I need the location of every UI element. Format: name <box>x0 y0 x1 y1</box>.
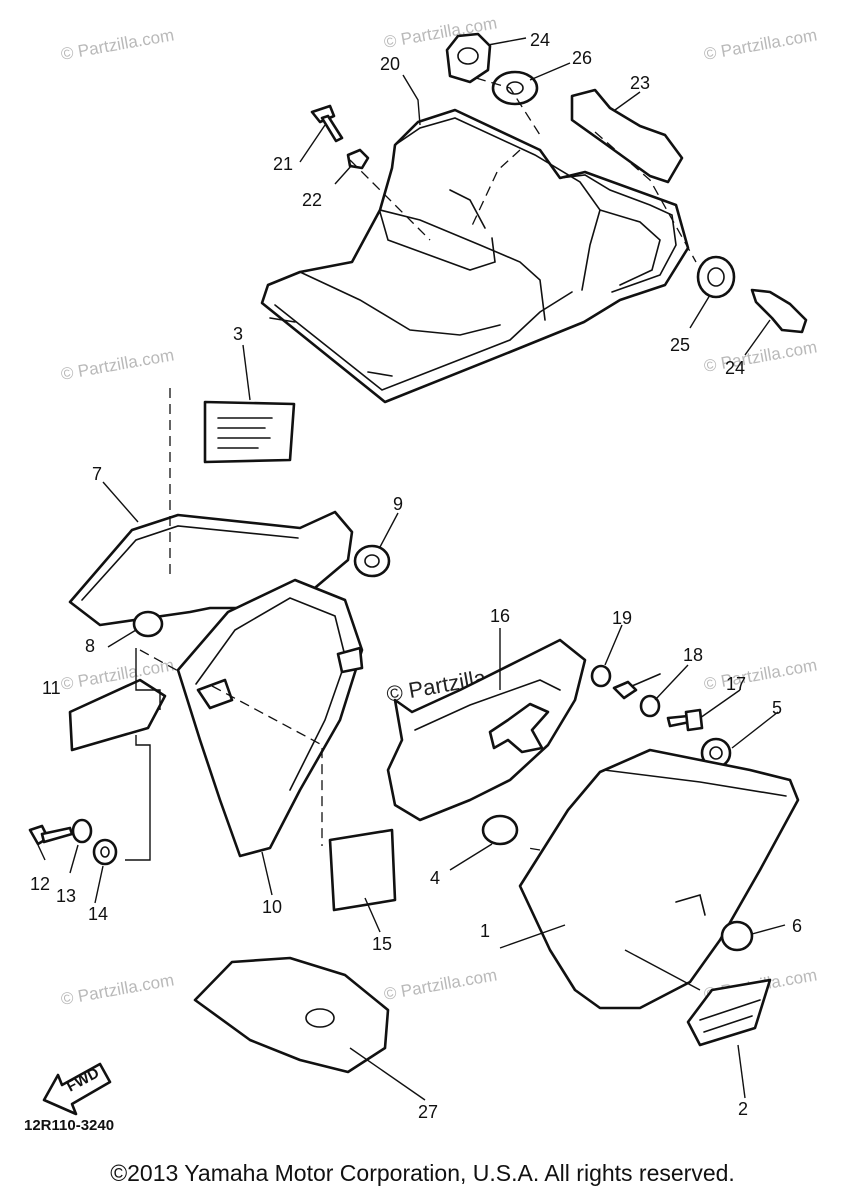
leader-lines <box>37 37 786 1101</box>
callout-9[interactable]: 9 <box>393 494 403 514</box>
part-grommet-25[interactable] <box>696 255 736 299</box>
callout-10[interactable]: 10 <box>262 897 282 917</box>
part-washer-13[interactable] <box>71 818 93 844</box>
callout-19[interactable]: 19 <box>612 608 632 628</box>
part-grommet-5[interactable] <box>700 737 732 769</box>
part-air-box[interactable] <box>260 108 690 404</box>
callout-7[interactable]: 7 <box>92 464 102 484</box>
part-grommet-8[interactable] <box>132 610 164 638</box>
part-bolt-21[interactable] <box>310 104 344 143</box>
callout-21[interactable]: 21 <box>273 154 293 174</box>
callout-12[interactable]: 12 <box>30 874 50 894</box>
part-washer-18b[interactable] <box>639 694 661 718</box>
part-grommet-4[interactable] <box>481 814 519 846</box>
watermark: © Partzilla.com <box>702 655 818 694</box>
watermark: © Partzilla.com <box>59 970 175 1009</box>
callout-24-top[interactable]: 24 <box>530 30 550 50</box>
part-emblem-2[interactable] <box>686 978 772 1047</box>
part-bracket-16[interactable] <box>386 638 587 822</box>
callout-labels: 1 2 3 4 5 6 7 8 9 10 11 12 13 14 15 16 1… <box>30 30 802 1122</box>
part-grommet-6[interactable] <box>720 920 754 952</box>
callout-13[interactable]: 13 <box>56 886 76 906</box>
part-grommet-9[interactable] <box>353 544 391 578</box>
callout-25[interactable]: 25 <box>670 335 690 355</box>
callout-4[interactable]: 4 <box>430 868 440 888</box>
watermark: © Partzilla.com <box>59 25 175 64</box>
watermark: © Partzilla.com <box>382 965 498 1004</box>
part-nut-24-top[interactable] <box>445 32 492 84</box>
callout-15[interactable]: 15 <box>372 934 392 954</box>
callout-20[interactable]: 20 <box>380 54 400 74</box>
watermark: © Partzilla.com <box>59 345 175 384</box>
callout-17[interactable]: 17 <box>726 674 746 694</box>
callout-27[interactable]: 27 <box>418 1102 438 1122</box>
part-side-cover-1[interactable] <box>518 748 800 1010</box>
part-bracket-23[interactable] <box>570 88 684 184</box>
fwd-arrow-icon: FWD <box>42 1062 112 1116</box>
callout-3[interactable]: 3 <box>233 324 243 344</box>
callout-5[interactable]: 5 <box>772 698 782 718</box>
diagram-code: 12R110-3240 <box>24 1117 114 1134</box>
part-fitting-24-bottom[interactable] <box>750 288 808 334</box>
callout-23[interactable]: 23 <box>630 73 650 93</box>
watermark: © Partzilla.com <box>59 655 175 694</box>
watermark: © Partzilla.com <box>702 337 818 376</box>
part-connector-18[interactable] <box>612 673 661 700</box>
callout-18[interactable]: 18 <box>683 645 703 665</box>
part-washer-19[interactable] <box>590 664 612 688</box>
callout-11[interactable]: 11 <box>42 678 61 698</box>
callout-24-bottom[interactable]: 24 <box>725 358 745 378</box>
part-reflector-11[interactable] <box>68 678 167 752</box>
callout-26[interactable]: 26 <box>572 48 592 68</box>
part-panel-10[interactable] <box>176 578 364 858</box>
copyright-notice: ©2013 Yamaha Motor Corporation, U.S.A. A… <box>110 1160 735 1186</box>
part-label-3[interactable] <box>203 400 296 464</box>
part-pad-27[interactable] <box>193 956 390 1074</box>
callout-2[interactable]: 2 <box>738 1099 748 1119</box>
part-bolt-17[interactable] <box>666 708 704 732</box>
part-label-15[interactable] <box>328 828 397 912</box>
part-washer-26[interactable] <box>491 70 539 106</box>
watermark: © Partzilla.com <box>702 25 818 64</box>
callout-16[interactable]: 16 <box>490 606 510 626</box>
callout-14[interactable]: 14 <box>88 904 108 924</box>
part-washer-14[interactable] <box>92 838 118 866</box>
callout-1[interactable]: 1 <box>480 921 490 941</box>
callout-8[interactable]: 8 <box>85 636 95 656</box>
assembly-lines <box>139 77 697 851</box>
callout-22[interactable]: 22 <box>302 190 322 210</box>
callout-6[interactable]: 6 <box>792 916 802 936</box>
part-bolt-12[interactable] <box>28 824 74 846</box>
